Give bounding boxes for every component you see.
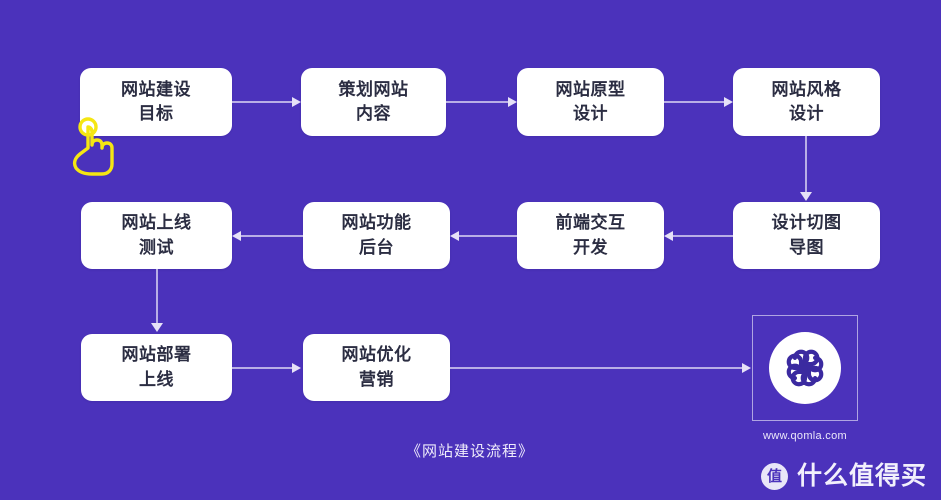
flow-node-n7-line1: 网站功能 — [341, 213, 412, 233]
watermark: 值 什么值得买 — [760, 462, 927, 490]
edge-n8-n9-arrowhead — [151, 323, 163, 332]
flow-node-n10-line1: 网站优化 — [341, 345, 412, 365]
flow-node-n6-line1: 前端交互 — [555, 213, 626, 233]
flow-node-n9-line1: 网站部署 — [121, 345, 192, 365]
tap-hand-cursor-icon — [66, 114, 120, 176]
edge-n8-n9-line — [156, 269, 158, 325]
flow-node-n1[interactable]: 网站建设 目标 — [80, 68, 232, 136]
edge-n10-logo-line — [450, 367, 744, 369]
edge-n1-n2-arrowhead — [292, 97, 301, 107]
edge-n4-n5-line — [805, 136, 807, 194]
flow-node-n8-line1: 网站上线 — [121, 213, 192, 233]
flow-node-n3-line2: 设计 — [573, 104, 608, 123]
edge-n6-n7-arrowhead — [450, 231, 459, 241]
edge-n2-n3-line — [446, 101, 510, 103]
flow-node-n5[interactable]: 设计切图 导图 — [733, 202, 880, 269]
flow-node-n1-line2: 目标 — [138, 104, 174, 123]
flow-node-n2[interactable]: 策划网站 内容 — [301, 68, 446, 136]
flow-node-n10[interactable]: 网站优化 营销 — [303, 334, 450, 401]
edge-n7-n8-arrowhead — [232, 231, 241, 241]
watermark-text: 什么值得买 — [796, 462, 927, 490]
edge-n1-n2-line — [232, 101, 294, 103]
edge-n5-n6-line — [673, 235, 733, 237]
flow-node-n3-line1: 网站原型 — [555, 79, 626, 99]
edge-n7-n8-line — [241, 235, 303, 237]
flow-node-n1-line1: 网站建设 — [121, 79, 191, 99]
flow-node-n8[interactable]: 网站上线 测试 — [81, 202, 232, 269]
flow-node-n3[interactable]: 网站原型 设计 — [517, 68, 664, 136]
flow-node-n4-line1: 网站风格 — [771, 79, 842, 99]
edge-n6-n7-line — [459, 235, 517, 237]
diagram-caption: 《网站建设流程》 — [405, 443, 534, 460]
edge-n3-n4-line — [664, 101, 726, 103]
flow-node-n4[interactable]: 网站风格 设计 — [733, 68, 880, 136]
edge-n4-n5-arrowhead — [800, 192, 812, 201]
logo-circle — [769, 332, 841, 404]
flow-node-n6[interactable]: 前端交互 开发 — [517, 202, 664, 269]
edge-n9-n10-line — [232, 367, 294, 369]
flow-node-n9-line2: 上线 — [139, 369, 174, 389]
flow-node-n7-line2: 后台 — [359, 237, 394, 257]
flow-node-n5-line1: 设计切图 — [771, 213, 842, 233]
flow-node-n9[interactable]: 网站部署 上线 — [81, 334, 232, 401]
edge-n5-n6-arrowhead — [664, 231, 673, 241]
flow-node-n8-line2: 测试 — [139, 237, 174, 257]
flow-node-n10-line2: 营销 — [359, 369, 394, 389]
flow-node-n2-line2: 内容 — [356, 104, 391, 123]
flow-node-n6-line2: 开发 — [573, 237, 608, 257]
watermark-badge-icon: 值 — [760, 463, 788, 490]
edge-n10-logo-arrowhead — [742, 363, 751, 373]
flow-node-n7[interactable]: 网站功能 后台 — [303, 202, 450, 269]
edge-n9-n10-arrowhead — [292, 363, 301, 373]
logo-frame[interactable] — [752, 315, 858, 421]
flow-node-n5-line2: 导图 — [789, 237, 824, 257]
edge-n2-n3-arrowhead — [508, 97, 517, 107]
edge-n3-n4-arrowhead — [724, 97, 733, 107]
qomla-clover-knot-icon — [786, 349, 824, 387]
flow-node-n4-line2: 设计 — [789, 104, 824, 123]
logo-url-text: www.qomla.com — [763, 430, 847, 442]
flow-node-n2-line1: 策划网站 — [338, 79, 409, 99]
